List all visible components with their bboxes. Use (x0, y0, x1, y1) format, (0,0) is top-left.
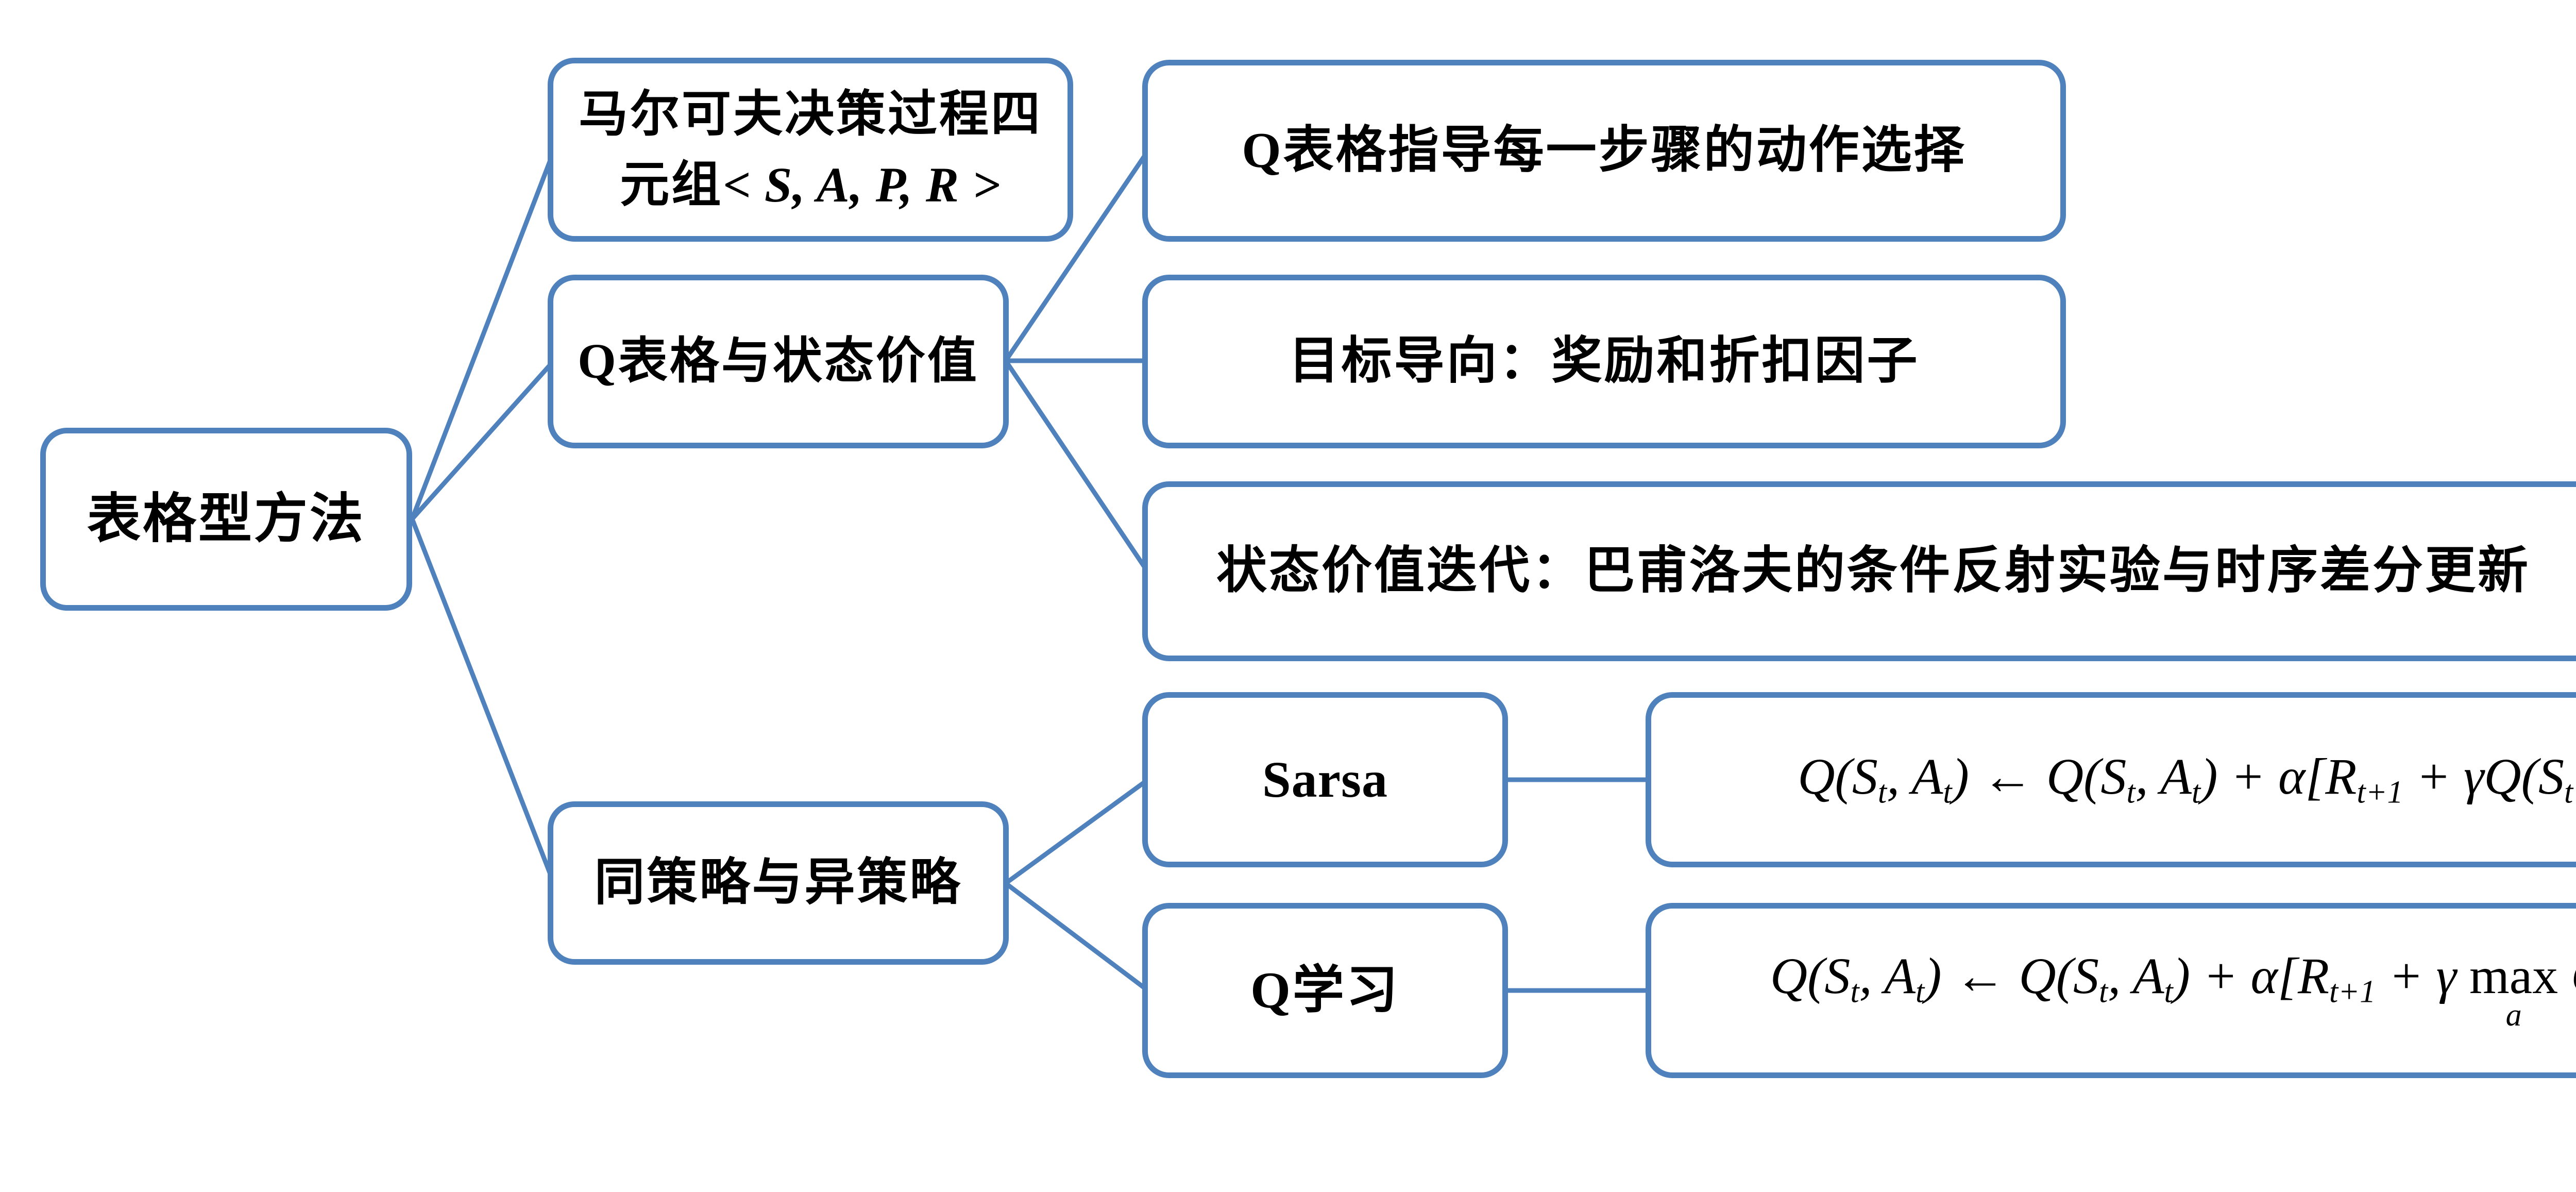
node-root-label: 表格型方法 (87, 489, 365, 549)
node-sarsa-label: Sarsa (1262, 751, 1388, 808)
node-mdp-tuple: 马尔可夫决策过程四 元组< S, A, P, R > (548, 58, 1073, 242)
leaf-goal-oriented: 目标导向：奖励和折扣因子 (1142, 275, 2066, 448)
node-on-off-policy: 同策略与异策略 (548, 801, 1009, 965)
node-qlearning: Q学习 (1142, 903, 1508, 1078)
node-qtable-state-value: Q表格与状态价值 (548, 275, 1009, 448)
node-root: 表格型方法 (40, 428, 412, 611)
node-mdp-line2: 元组< S, A, P, R > (620, 157, 1001, 212)
leaf-action-selection-label: Q表格指导每一步骤的动作选择 (1242, 122, 1967, 178)
connector-qtable-leaf3 (1004, 359, 1150, 574)
connector-qtable-leaf1 (1004, 149, 1150, 362)
leaf-action-selection: Q表格指导每一步骤的动作选择 (1142, 60, 2066, 242)
formula-sarsa-update: Q(St, At) ← Q(St, At) + α[Rt+1 + γQ(St+1… (1646, 692, 2576, 867)
node-qtable-label: Q表格与状态价值 (578, 333, 979, 389)
node-qlearning-label: Q学习 (1250, 962, 1400, 1019)
mdp-tuple-math: < S, A, P, R > (723, 157, 1001, 212)
node-mdp-line1: 马尔可夫决策过程四 (579, 87, 1042, 142)
connector-root-policy (410, 518, 556, 884)
leaf-goal-oriented-label: 目标导向：奖励和折扣因子 (1289, 333, 1920, 389)
connector-root-mdp (410, 150, 556, 520)
connector-root-qtable (410, 359, 556, 521)
leaf-value-iteration: 状态价值迭代：巴甫洛夫的条件反射实验与时序差分更新 (1142, 481, 2576, 661)
connector-policy-qlearn (1004, 881, 1149, 993)
node-on-off-policy-label: 同策略与异策略 (594, 854, 962, 911)
formula-sarsa-update-text: Q(St, At) ← Q(St, At) + α[Rt+1 + γQ(St+1… (1798, 748, 2576, 810)
leaf-value-iteration-label: 状态价值迭代：巴甫洛夫的条件反射实验与时序差分更新 (1216, 543, 2530, 599)
node-sarsa: Sarsa (1142, 692, 1508, 867)
connector-policy-sarsa (1004, 778, 1149, 885)
